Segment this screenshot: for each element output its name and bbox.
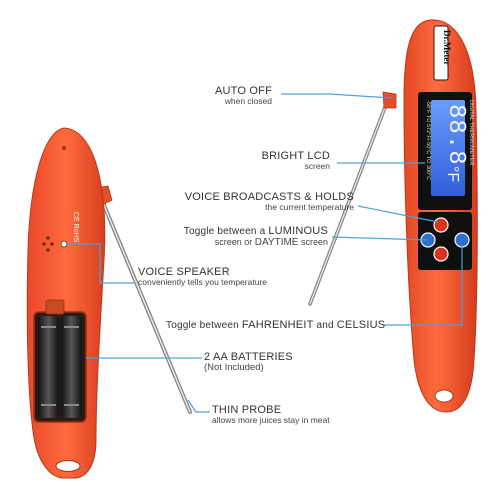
unit-toggle-button-icon[interactable] — [454, 232, 470, 248]
callout-thin-probe: THIN PROBE allows more juices stay in me… — [212, 404, 330, 426]
callout-auto-off: AUTO OFF when closed — [214, 85, 272, 107]
callout-line-auto-off — [281, 93, 393, 99]
hold-button-icon[interactable] — [433, 246, 449, 262]
model-label: DIGITAL THERMOMETER — [468, 100, 474, 165]
certification-marks: CE RoHS — [72, 212, 79, 243]
callout-luminous-toggle: Toggle between a LUMINOUS screen or DAYT… — [183, 225, 328, 249]
callout-lines — [66, 93, 463, 413]
svg-text:DIGITAL THERMOMETER: DIGITAL THERMOMETER — [468, 100, 474, 165]
callout-unit-toggle: Toggle between FAHRENHEIT and CELSIUS — [166, 319, 386, 331]
power-button-icon[interactable] — [433, 217, 449, 233]
bright-lcd: 88.8 °F -58°F TO 572°F/-50°C TO 300°C DI… — [418, 92, 474, 210]
callout-line-unit-toggle — [384, 246, 463, 326]
callout-batteries: 2 AA BATTERIES (Not Included) — [204, 351, 293, 374]
brand-logo: Dr.Meter — [433, 25, 452, 81]
back-view-thermometer: CE RoHS — [26, 127, 192, 479]
hanging-loop-icon — [434, 389, 454, 403]
screw-icon — [61, 145, 67, 151]
svg-text:°F: °F — [444, 166, 461, 182]
front-view-thermometer: Dr.Meter 88.8 °F -58°F TO 572°F/-50°C TO… — [308, 19, 478, 413]
battery-compartment — [33, 299, 87, 423]
lcd-readout: 88.8 °F — [442, 104, 469, 182]
button-panel — [418, 212, 472, 270]
hanging-loop-icon — [55, 460, 81, 472]
callout-bright-lcd: BRIGHT LCD screen — [261, 150, 330, 172]
battery-icon — [38, 316, 59, 418]
callout-line-luminous — [331, 236, 429, 241]
callout-line-probe — [187, 399, 210, 413]
callout-voice-broadcast: VOICE BROADCASTS & HOLDS the current tem… — [184, 191, 354, 213]
callout-line-speaker — [66, 243, 134, 284]
svg-text:-58°F TO 572°F/-50°C TO 300°C: -58°F TO 572°F/-50°C TO 300°C — [425, 100, 431, 180]
svg-text:88.8: 88.8 — [442, 104, 469, 166]
range-label: -58°F TO 572°F/-50°C TO 300°C — [425, 100, 431, 180]
callout-voice-speaker: VOICE SPEAKER conveniently tells you tem… — [138, 266, 267, 288]
callout-line-voice-broadcast — [357, 205, 439, 223]
back-probe — [94, 185, 192, 414]
svg-text:Dr.Meter: Dr.Meter — [442, 30, 452, 65]
speaker-grille-icon — [42, 236, 68, 252]
front-probe — [308, 91, 397, 306]
back-body — [26, 127, 106, 479]
battery-icon — [61, 316, 82, 418]
svg-text:CE RoHS: CE RoHS — [72, 212, 79, 243]
